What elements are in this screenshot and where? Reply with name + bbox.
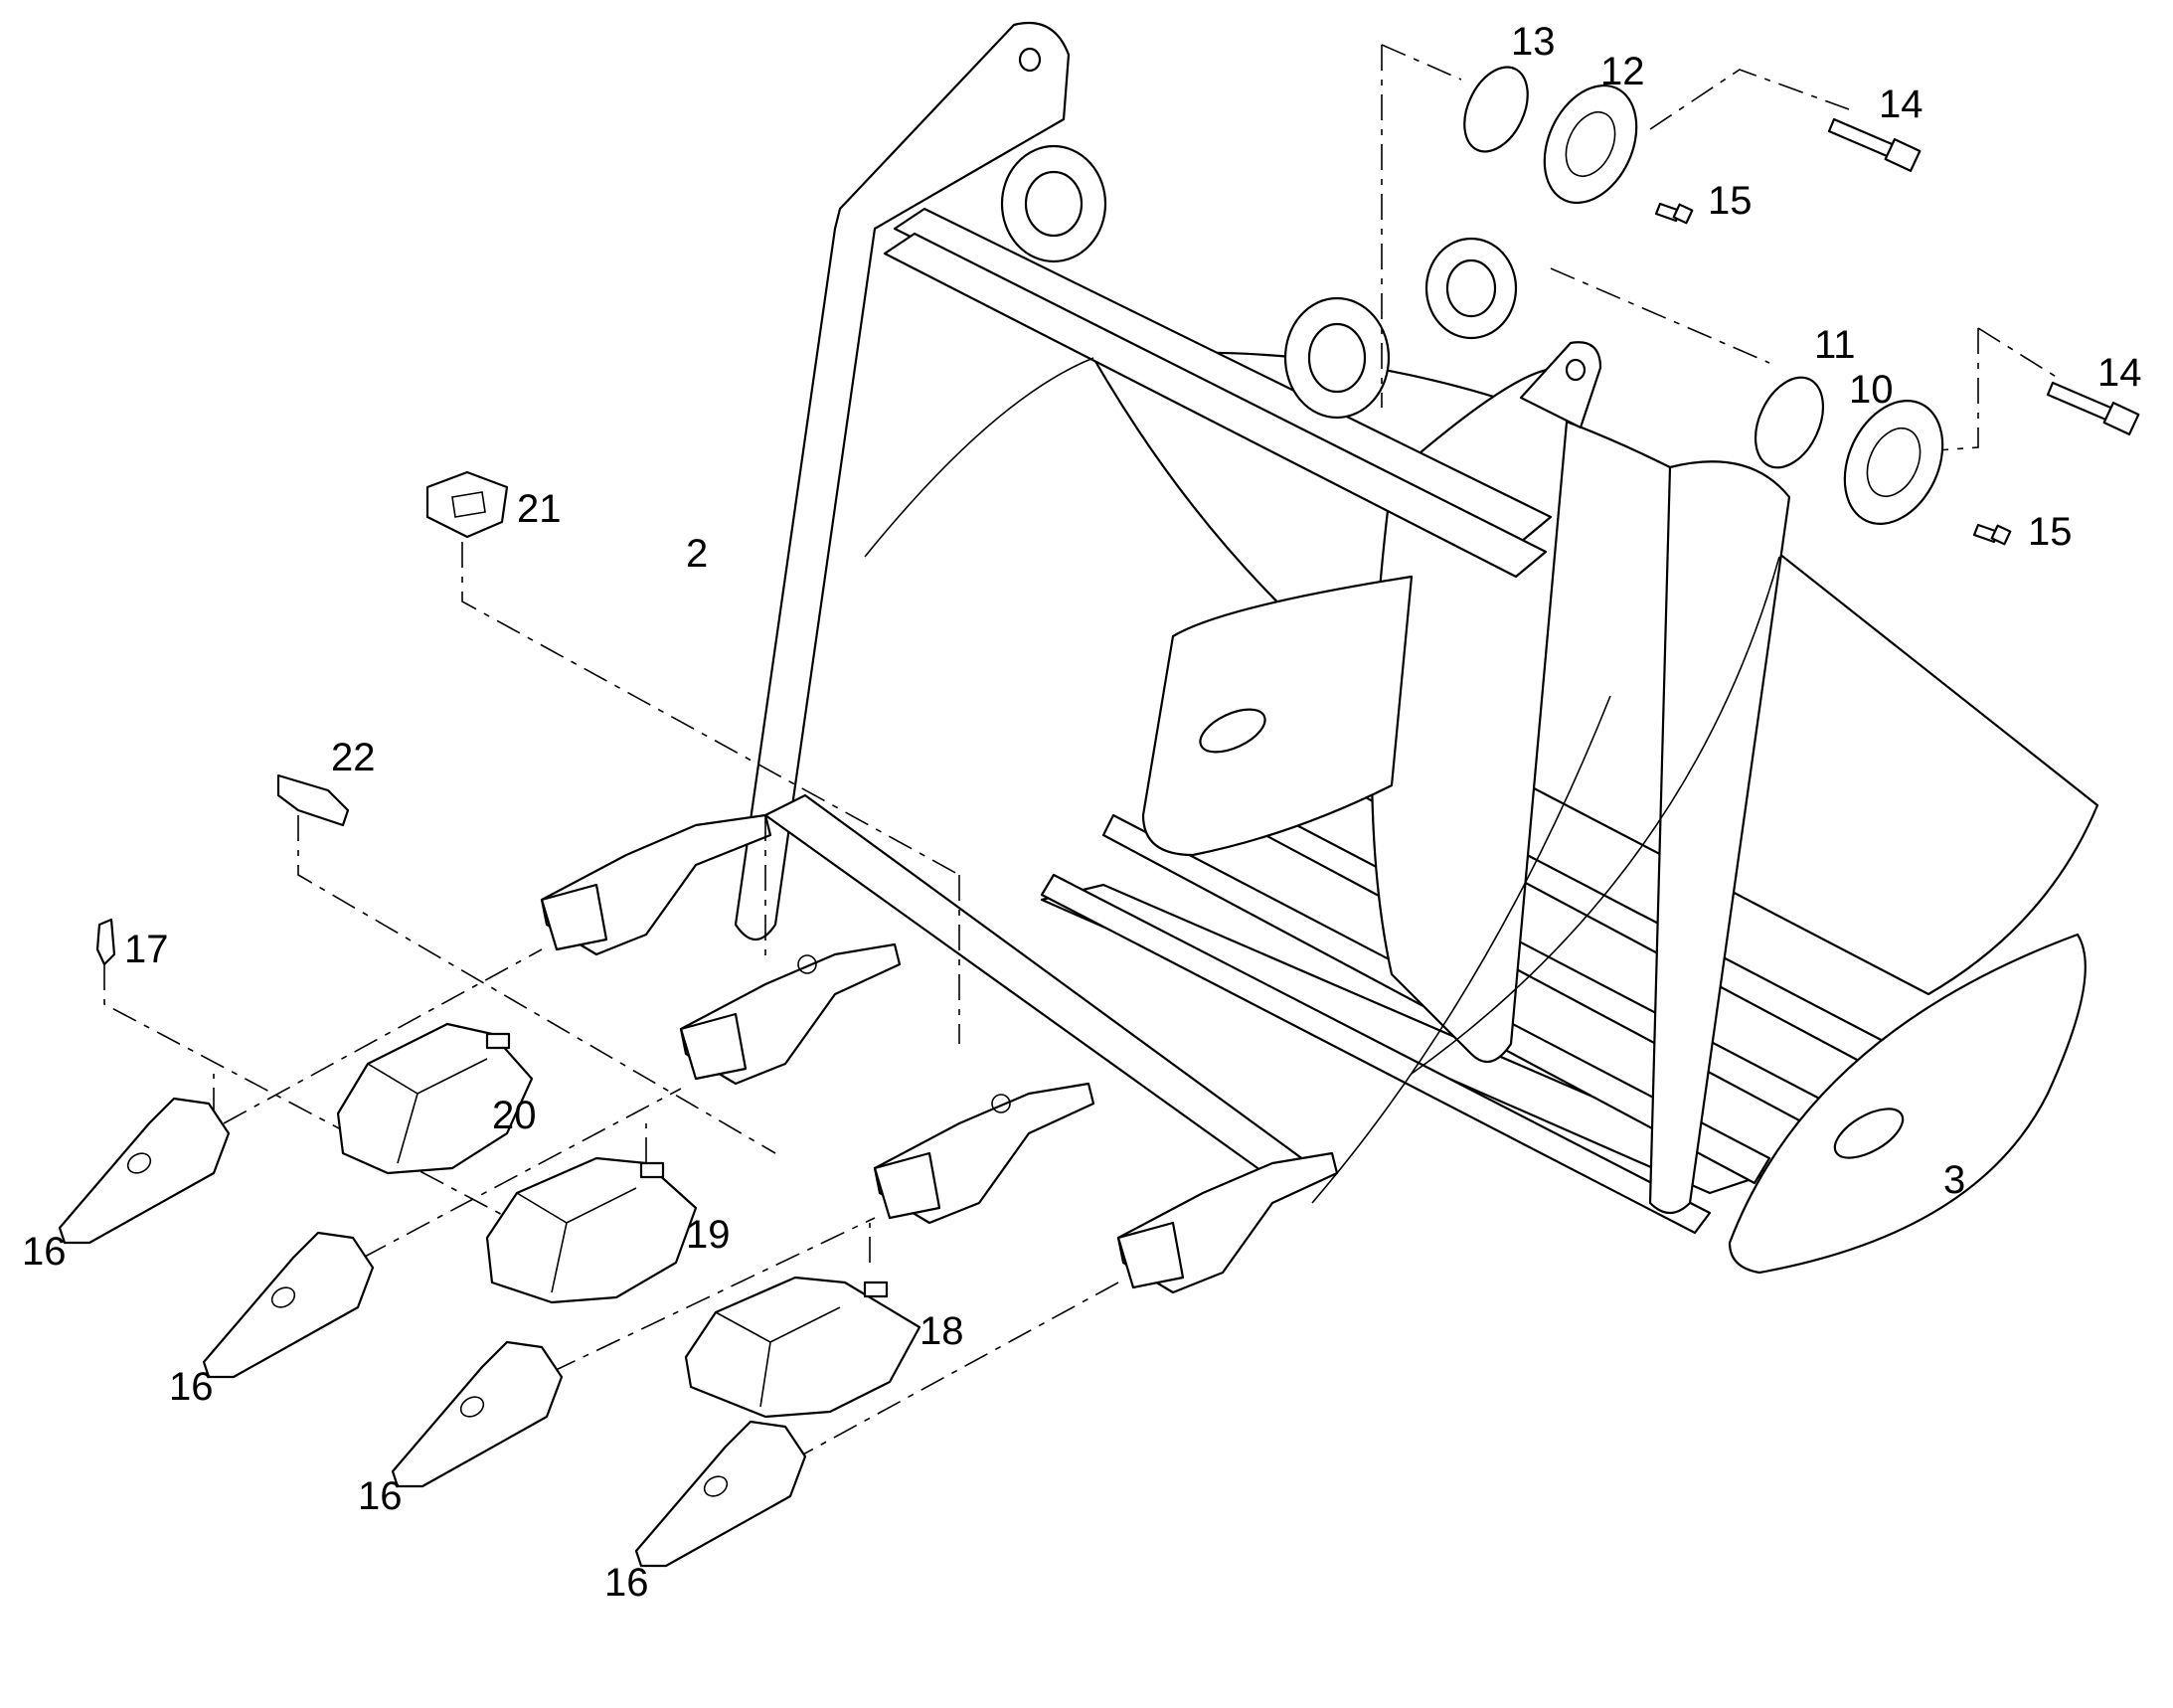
callout-2: 2 bbox=[686, 532, 708, 576]
callout-19: 19 bbox=[686, 1213, 731, 1257]
o-ring-13 bbox=[1463, 66, 1529, 153]
callout-16-a: 16 bbox=[22, 1230, 67, 1274]
tooth-16-d bbox=[634, 1420, 807, 1568]
adapter-4 bbox=[1116, 1151, 1339, 1294]
bolt-14-lower bbox=[2046, 381, 2140, 435]
callout-15-upper: 15 bbox=[1708, 179, 1753, 223]
callout-22: 22 bbox=[331, 736, 376, 779]
bucket-body bbox=[734, 21, 2099, 1275]
callout-3: 3 bbox=[1943, 1158, 1965, 1202]
assembly-lines bbox=[103, 44, 2059, 1462]
gusset-plate bbox=[1141, 575, 1414, 857]
cap-12 bbox=[1543, 84, 1638, 205]
callout-17: 17 bbox=[124, 928, 169, 971]
callout-labels: 2 3 10 11 12 13 14 14 15 15 16 16 16 16 … bbox=[22, 20, 2142, 1605]
adapter-3 bbox=[873, 1082, 1095, 1225]
callout-15-lower: 15 bbox=[2028, 510, 2073, 554]
callout-16-c: 16 bbox=[358, 1474, 403, 1518]
callout-18: 18 bbox=[919, 1309, 964, 1353]
grease-nipple-15-upper bbox=[1654, 202, 1694, 225]
pin-hardware bbox=[1463, 66, 2140, 546]
o-ring-11 bbox=[1754, 376, 1825, 469]
end-side-plate bbox=[1728, 933, 2087, 1275]
shroud-18 bbox=[684, 1276, 921, 1419]
cap-10 bbox=[1843, 399, 1944, 526]
callout-16-b: 16 bbox=[169, 1365, 214, 1409]
adapter-2 bbox=[679, 942, 902, 1086]
callout-12: 12 bbox=[1600, 50, 1645, 93]
cross-tube-lower bbox=[883, 232, 1548, 579]
callout-21: 21 bbox=[517, 487, 562, 531]
tooth-16-b bbox=[202, 1231, 375, 1379]
right-side-plate-outer bbox=[1648, 460, 1791, 1215]
callout-14-upper: 14 bbox=[1879, 83, 1923, 126]
callout-13: 13 bbox=[1511, 20, 1556, 64]
adapter-1 bbox=[540, 813, 772, 956]
adapters bbox=[540, 813, 1339, 1294]
pin-17 bbox=[95, 918, 116, 966]
gusset-hole bbox=[1199, 708, 1266, 754]
callout-14-lower: 14 bbox=[2097, 351, 2142, 395]
end-plate-hole bbox=[1833, 1108, 1905, 1159]
bolt-14-upper bbox=[1827, 117, 1922, 172]
shroud-20 bbox=[336, 1022, 534, 1175]
lock-21 bbox=[425, 470, 509, 539]
tooth-16-a bbox=[58, 1097, 231, 1245]
callout-11: 11 bbox=[1814, 323, 1856, 367]
callout-10: 10 bbox=[1849, 368, 1894, 412]
tooth-16-c bbox=[391, 1340, 564, 1488]
left-side-plate bbox=[734, 21, 1071, 941]
shroud-19 bbox=[485, 1156, 698, 1304]
lock-22 bbox=[276, 773, 350, 827]
callout-16-d: 16 bbox=[604, 1561, 649, 1605]
callout-20: 20 bbox=[492, 1094, 537, 1137]
grease-nipple-15-lower bbox=[1972, 523, 2012, 546]
